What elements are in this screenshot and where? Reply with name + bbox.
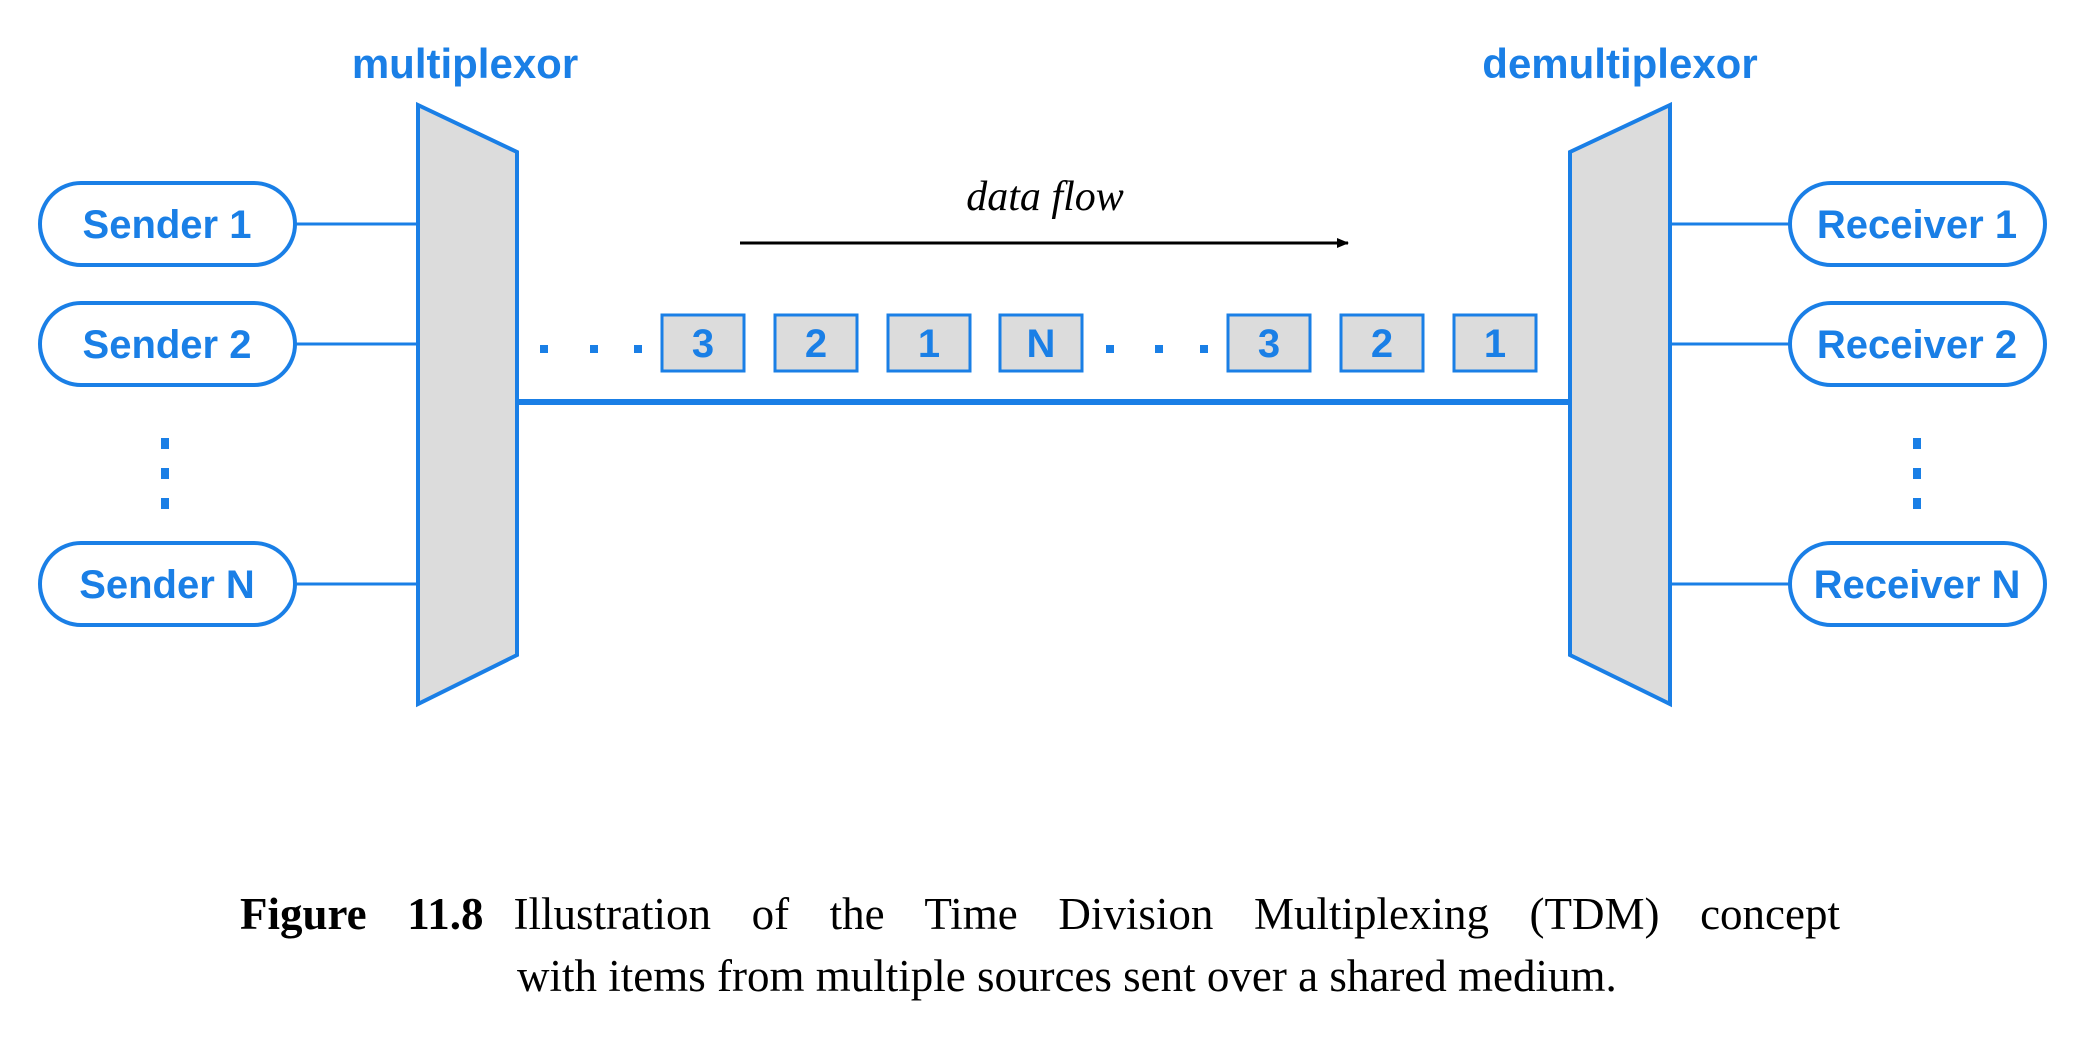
- middle-dots: [1106, 345, 1208, 353]
- caption-line-1: Figure 11.8 Illustration of the Time Divi…: [240, 888, 1840, 940]
- caption-text-1: Illustration of the Time Division Multip…: [513, 889, 1841, 939]
- packet-label: 3: [1258, 322, 1280, 366]
- demultiplexor-device: [1568, 101, 1672, 708]
- receiver-n-label: Receiver N: [1814, 563, 2021, 607]
- receiver-2: Receiver 2: [1788, 301, 2047, 387]
- sender-2-label: Sender 2: [83, 323, 252, 367]
- packet: [1339, 313, 1425, 373]
- sender-links: [295, 222, 418, 586]
- sender-n: Sender N: [38, 541, 297, 627]
- multiplexor-device: [416, 101, 519, 708]
- sender-n-label: Sender N: [79, 563, 255, 607]
- packet-label: N: [1027, 322, 1056, 366]
- packet-label: 1: [1484, 322, 1506, 366]
- receiver-1: Receiver 1: [1788, 181, 2047, 267]
- packet: [1226, 313, 1312, 373]
- packet: [773, 313, 859, 373]
- receiver-ellipsis: [1913, 438, 1921, 509]
- leading-dots: [540, 345, 642, 353]
- receiver-links: [1670, 222, 1790, 586]
- sender-1-label: Sender 1: [83, 203, 252, 247]
- caption-line-2: with items from multiple sources sent ov…: [517, 951, 1617, 1001]
- packet: [998, 313, 1084, 373]
- sender-1: Sender 1: [38, 181, 297, 267]
- demultiplexor-label: demultiplexor: [1482, 40, 1757, 87]
- packet-label: 1: [918, 322, 940, 366]
- multiplexor-label: multiplexor: [352, 40, 578, 87]
- packet-label: 3: [692, 322, 714, 366]
- packet-group-2: 3 2 1: [1226, 313, 1538, 373]
- receiver-2-label: Receiver 2: [1817, 323, 2017, 367]
- receiver-1-label: Receiver 1: [1817, 203, 2017, 247]
- sender-ellipsis: [161, 438, 169, 509]
- packet-group-1: 3 2 1 N: [660, 313, 1084, 373]
- sender-2: Sender 2: [38, 301, 297, 387]
- figure-number: Figure 11.8: [240, 889, 484, 939]
- packet-label: 2: [805, 322, 827, 366]
- data-flow-label: data flow: [966, 174, 1124, 220]
- packet: [886, 313, 972, 373]
- receiver-n: Receiver N: [1788, 541, 2047, 627]
- packet-label: 2: [1371, 322, 1393, 366]
- packet: [660, 313, 746, 373]
- packet: [1452, 313, 1538, 373]
